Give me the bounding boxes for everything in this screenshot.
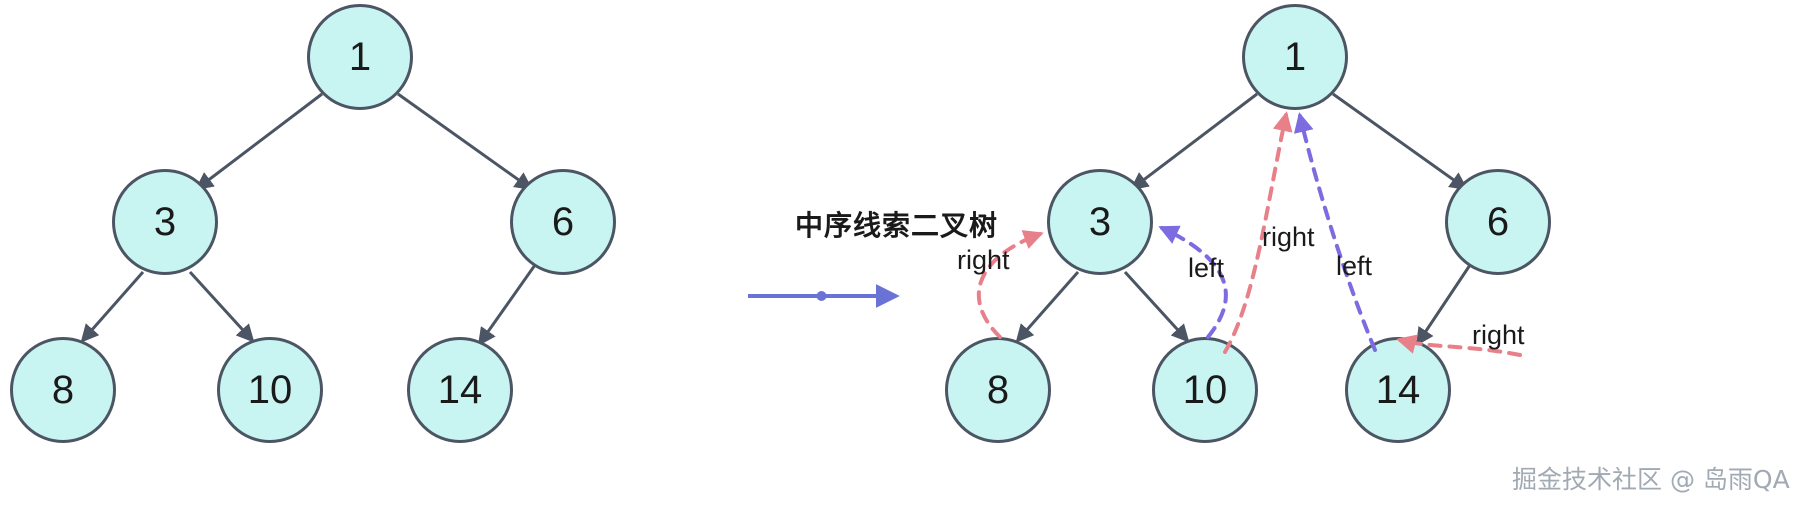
thread-arrow-10-left-to-3 <box>1158 225 1228 339</box>
watermark: 掘金技术社区 @ 岛雨QA <box>1512 465 1790 494</box>
node-value: 8 <box>51 367 75 412</box>
thread-arrow-14-right <box>1396 334 1522 357</box>
node-value: 1 <box>348 34 372 79</box>
right-tree-edges <box>1015 92 1472 346</box>
node-value: 3 <box>1088 199 1112 244</box>
node-value: 3 <box>153 199 177 244</box>
thread-label-14-right: right <box>1472 320 1525 350</box>
node-left-14[interactable]: 14 <box>407 337 513 443</box>
node-right-14[interactable]: 14 <box>1345 337 1451 443</box>
left-tree-edges <box>80 92 537 346</box>
transform-label: 中序线索二叉树 <box>795 209 999 242</box>
edge-3-8 <box>80 271 145 343</box>
node-value: 10 <box>247 367 293 412</box>
node-value: 6 <box>1486 199 1510 244</box>
thread-label-8-right: right <box>957 245 1010 275</box>
node-value: 14 <box>437 367 483 412</box>
transform-arrow-midpoint <box>816 291 827 301</box>
edge-r3-r8 <box>1015 271 1080 343</box>
node-left-1[interactable]: 1 <box>307 4 413 110</box>
thread-arrow-10-right-to-1 <box>1223 111 1293 354</box>
edge-1-3 <box>195 92 323 191</box>
node-right-1[interactable]: 1 <box>1242 4 1348 110</box>
edge-3-10 <box>188 270 255 343</box>
thread-arrow-14-left-to-1 <box>1293 112 1377 352</box>
thread-arrow-8-right-to-3 <box>976 230 1044 339</box>
transform-arrow <box>748 284 900 308</box>
thread-label-10-left: left <box>1188 253 1225 283</box>
edge-r1-r6 <box>1332 92 1468 191</box>
thread-label-10-right: right <box>1262 222 1315 252</box>
node-value: 1 <box>1283 34 1307 79</box>
edge-r3-r10 <box>1123 270 1190 343</box>
edge-1-6 <box>397 92 533 191</box>
edge-r1-r3 <box>1130 92 1258 191</box>
node-value: 8 <box>986 367 1010 412</box>
thread-label-14-left: left <box>1336 251 1373 281</box>
node-value: 14 <box>1375 367 1421 412</box>
node-value: 10 <box>1182 367 1228 412</box>
node-right-10[interactable]: 10 <box>1152 337 1258 443</box>
edge-r6-r14 <box>1416 264 1472 346</box>
edge-6-14 <box>477 264 537 346</box>
node-left-8[interactable]: 8 <box>10 337 116 443</box>
node-left-10[interactable]: 10 <box>217 337 323 443</box>
node-value: 6 <box>551 199 575 244</box>
node-right-8[interactable]: 8 <box>945 337 1051 443</box>
